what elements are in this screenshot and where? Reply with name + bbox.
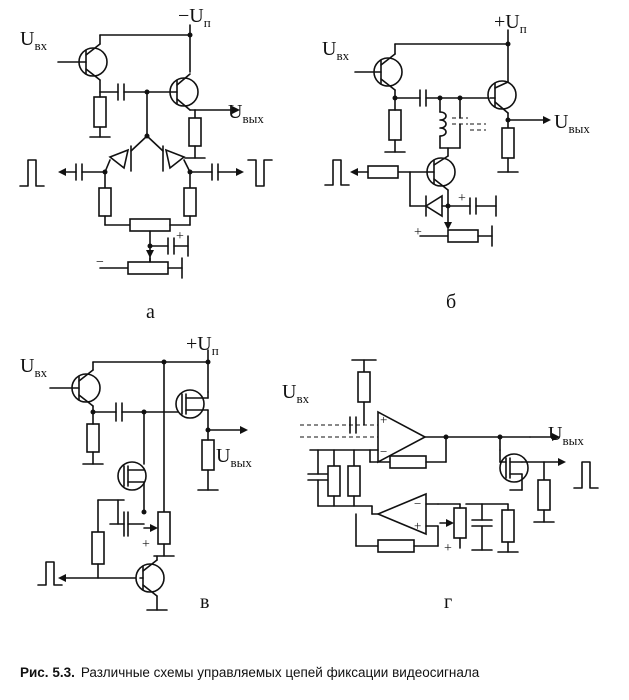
label-u-in-b: U [322, 38, 337, 60]
plus-g-opamp2: + [414, 518, 421, 533]
minus-a: − [96, 255, 104, 270]
figure-caption: Рис. 5.3. Различные схемы управляемых цеп… [20, 665, 480, 680]
potentiometer-v [157, 511, 171, 545]
svg-text:Uвх: Uвх [282, 381, 310, 406]
label-u-out-b: U [554, 111, 569, 133]
opamp-1-g [377, 410, 427, 464]
label-u-out-g: U [548, 423, 563, 445]
label-supply-a-sub: п [204, 15, 211, 30]
panel-label-a: а [146, 301, 155, 323]
resistor-r2-b [501, 127, 515, 159]
potentiometer-g [453, 507, 467, 539]
panel-label-g: г [444, 591, 452, 613]
label-u-out-v: U [216, 445, 231, 467]
caption-number: Рис. 5.3. [20, 665, 75, 680]
inductor-b [439, 111, 447, 137]
plus-b-pot: + [414, 225, 422, 240]
potentiometer-a [129, 218, 171, 232]
svg-text:Uвых: Uвых [228, 101, 264, 126]
resistor-r1-v [86, 423, 100, 453]
caption-text: Различные схемы управляемых цепей фиксац… [81, 665, 480, 680]
label-u-in-v-sub: вх [34, 365, 47, 380]
resistor-r2-v [201, 439, 215, 471]
opamp-2-g [375, 492, 427, 536]
label-u-out-g-sub: вых [562, 433, 584, 448]
pulse-in-b [324, 159, 350, 186]
pulse-neg-a [247, 159, 273, 187]
plus-g-opamp1: + [380, 412, 387, 427]
svg-text:Uвых: Uвых [548, 423, 584, 448]
pulse-in-g [573, 461, 599, 489]
label-u-in-g: U [282, 381, 297, 403]
label-supply-v: +U [186, 333, 212, 355]
panel-g-circuit [300, 359, 599, 553]
minus-g-opamp2: − [414, 496, 421, 511]
label-u-in-v: U [20, 355, 35, 377]
plus-a: + [176, 229, 184, 244]
label-u-in-g-sub: вх [296, 391, 309, 406]
resistor-r1-a [93, 96, 107, 128]
svg-text:−Uп: −Uп [178, 5, 211, 30]
diode-left-a [108, 145, 132, 172]
svg-text:Uвых: Uвых [554, 111, 590, 136]
plus-b-diode: + [458, 191, 466, 206]
svg-text:+Uп: +Uп [494, 11, 527, 36]
svg-text:Uвых: Uвых [216, 445, 252, 470]
label-u-in-a: U [20, 28, 35, 50]
svg-text:+Uп: +Uп [186, 333, 219, 358]
label-u-out-b-sub: вых [568, 121, 590, 136]
panel-v-circuit [37, 349, 248, 611]
diode-right-a [162, 145, 186, 172]
resistor-r1-b [388, 109, 402, 141]
label-supply-b: +U [494, 11, 520, 33]
svg-text:Uвх: Uвх [20, 355, 48, 380]
label-supply-v-sub: п [212, 343, 219, 358]
potentiometer-b [447, 229, 479, 243]
minus-g-opamp1: − [380, 444, 387, 459]
label-u-in-a-sub: вх [34, 38, 47, 53]
label-supply-b-sub: п [520, 21, 527, 36]
resistor-top-g [357, 371, 371, 403]
plus-g-pot: + [444, 541, 452, 556]
panel-label-b: б [446, 291, 456, 313]
resistor-r3-b [367, 165, 399, 179]
resistor-r2-a [188, 117, 202, 147]
fet-q2-v [175, 389, 205, 419]
label-supply-a: −U [178, 5, 204, 27]
plus-v: + [142, 537, 150, 552]
pulse-in-a [19, 159, 45, 187]
fet-g [499, 453, 529, 483]
svg-text:Uвх: Uвх [322, 38, 350, 63]
label-u-out-v-sub: вых [230, 455, 252, 470]
diode-b [424, 194, 443, 218]
panel-label-v: в [200, 591, 209, 613]
resistor-r3-v [91, 531, 105, 565]
pulse-in-v [37, 561, 63, 586]
fet-q3-v [117, 461, 147, 491]
svg-text:Uвх: Uвх [20, 28, 48, 53]
panel-b-circuit [324, 29, 551, 247]
label-u-out-a-sub: вых [242, 111, 264, 126]
label-u-out-a: U [228, 101, 243, 123]
label-u-in-b-sub: вх [336, 48, 349, 63]
panel-a-circuit [19, 24, 273, 279]
